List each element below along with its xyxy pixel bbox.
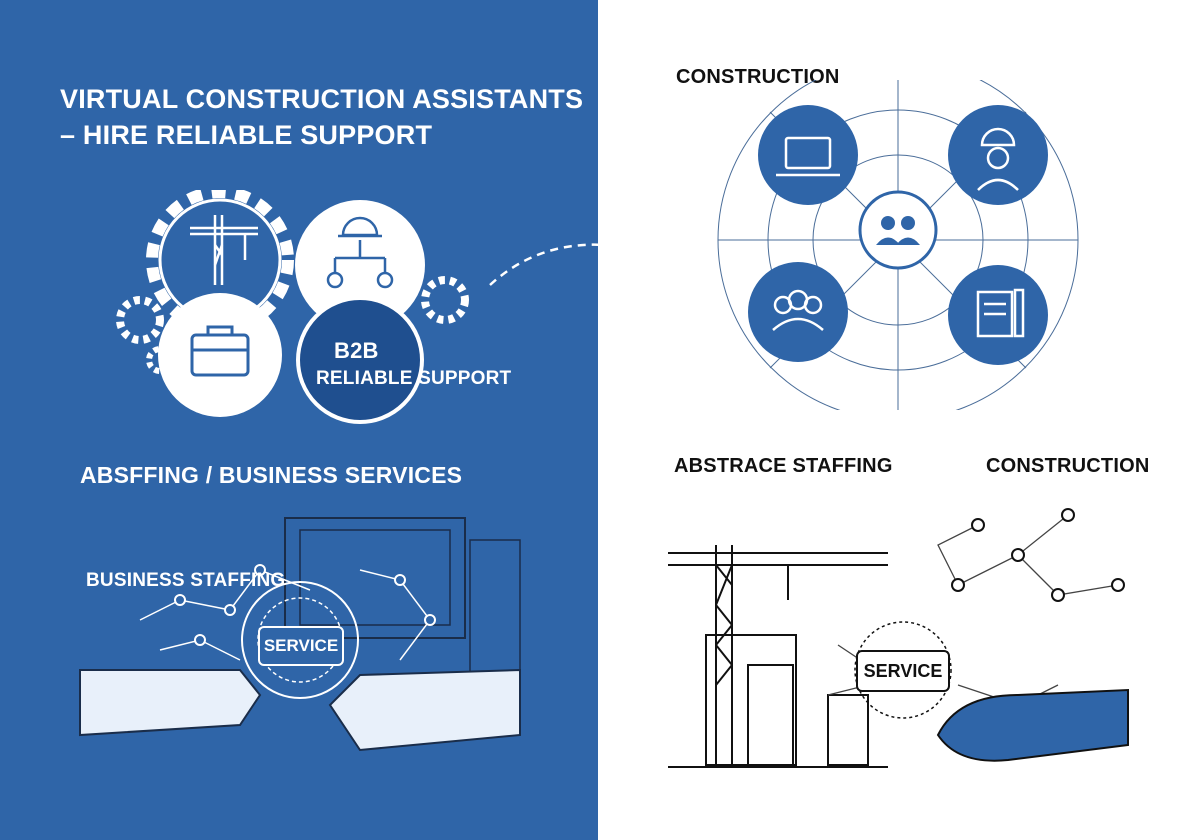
hardhat-org-circle (295, 200, 425, 330)
network-nodes (174, 564, 436, 646)
construction-heading-bottom: CONSTRUCTION (986, 455, 1150, 477)
team-icon (876, 216, 920, 245)
team-center-circle (858, 190, 938, 270)
business-staffing-label: BUSINESS STAFFING (86, 570, 286, 591)
main-title-line-1: VIRTUAL CONSTRUCTION ASSISTANTS (60, 84, 584, 114)
b2b-label: B2B (334, 338, 379, 363)
handshake-network-illustration (79, 517, 521, 752)
gear-icon (116, 296, 164, 344)
service-badge-right: SERVICE (856, 650, 950, 692)
gear-icon (421, 276, 469, 324)
b2b-sublabel: RELIABLE SUPPORT (316, 368, 512, 389)
briefcase-icon (190, 325, 250, 377)
hardhat-icon (326, 216, 394, 289)
handshake-icon (79, 669, 262, 737)
worker-circle (948, 105, 1048, 205)
blueprint-icon (976, 288, 1025, 338)
right-panel: CONSTRUCTION (598, 0, 1200, 840)
abstrace-staffing-heading: ABSTRACE STAFFING (674, 455, 893, 477)
b2b-circle (296, 296, 424, 424)
dashed-connector (489, 243, 598, 286)
crane-icon (190, 215, 258, 285)
service-badge-left: SERVICE (258, 626, 344, 666)
handshake-icon (328, 668, 521, 752)
worker-icon (977, 127, 1019, 191)
left-panel: VIRTUAL CONSTRUCTION ASSISTANTS – HIRE R… (0, 0, 598, 840)
team-icon (772, 289, 824, 331)
crane-icon (668, 545, 888, 765)
building-outline (668, 634, 888, 768)
gears-cluster (116, 190, 598, 424)
handshake-icon (936, 688, 1129, 762)
main-title-line-2: – HIRE RELIABLE SUPPORT (60, 120, 433, 150)
group-circle (748, 262, 848, 362)
briefcase-circle (158, 293, 282, 417)
laptop-circle (758, 105, 858, 205)
crane-scene (668, 508, 1129, 768)
network-globe (717, 80, 1079, 410)
construction-heading-top: CONSTRUCTION (676, 66, 840, 88)
gear-icon (146, 346, 174, 374)
circuit-nodes (951, 508, 1125, 602)
laptop-icon (776, 136, 840, 177)
section-heading: ABSFFING / BUSINESS SERVICES (80, 462, 463, 488)
